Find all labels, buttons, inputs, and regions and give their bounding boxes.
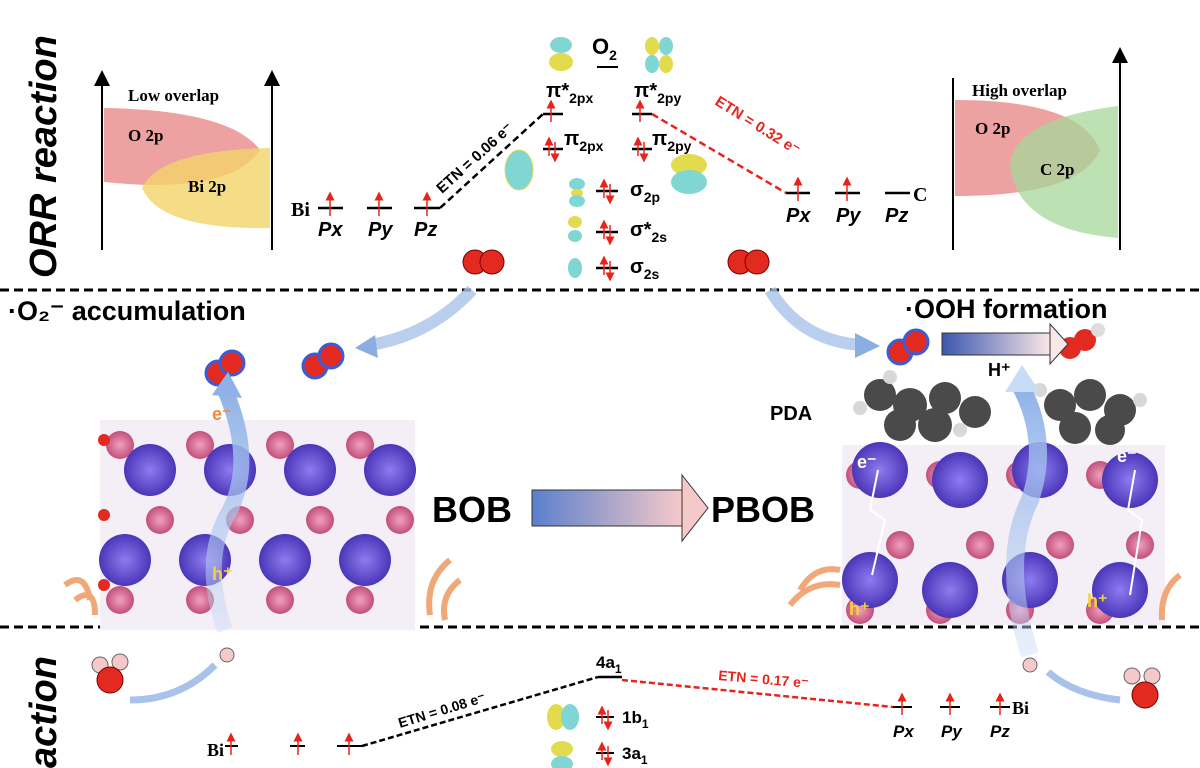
transfer-arrow — [368, 285, 477, 351]
orbital-label: π2px — [564, 128, 604, 154]
arrow-head — [681, 473, 709, 543]
overlap-title: Low overlap — [128, 86, 219, 105]
p-orbital-label: Py — [368, 219, 393, 241]
o2-mo-diagram: O2 π*2px π*2py π2px π2py — [291, 34, 927, 282]
diagram-text: π — [564, 128, 579, 150]
hole-label: h⁺ — [1087, 591, 1108, 611]
diagram-text: σ* — [630, 219, 652, 241]
overlap-title: High overlap — [972, 81, 1067, 100]
p-orbital-label: Py — [941, 722, 963, 741]
diagram-text: 4a — [596, 653, 615, 672]
o2-title: O2 — [592, 34, 617, 63]
diagram-text: 2s — [644, 266, 660, 282]
arrow-head — [1049, 322, 1069, 366]
atom-label-bi: Bi — [1012, 698, 1029, 718]
ooh-formation-title: ·OOH formation — [905, 294, 1108, 324]
bi2p-label: Bi 2p — [188, 177, 226, 196]
diagram-text: 2s — [651, 229, 667, 245]
diagram-text: π* — [634, 80, 657, 102]
hplus-label: H⁺ — [988, 360, 1011, 380]
diagram-text: 2py — [657, 90, 681, 106]
o2-accumulation-title: ·O₂⁻ accumulation — [8, 296, 246, 326]
arrow-head — [355, 335, 378, 358]
orbital-label: π2py — [652, 128, 692, 154]
water-molecule-icons — [91, 647, 1161, 709]
diagram-text: 2py — [667, 138, 691, 154]
etn-right-label: ETN = 0.17 e⁻ — [718, 667, 809, 691]
pda-label: PDA — [770, 403, 812, 425]
etn-right-label: ETN = 0.32 e⁻ — [712, 93, 803, 159]
diagram-text: σ — [630, 179, 644, 201]
diagram-text: 2 — [609, 47, 617, 63]
p-orbital-label: Px — [786, 205, 811, 227]
pbob-crystal-slab: e⁻ e⁻ h⁺ h⁺ — [787, 365, 1182, 658]
orbital-label: 3a1 — [622, 744, 648, 767]
hole-label: h⁺ — [212, 564, 233, 584]
p-orbital-label: Pz — [414, 219, 437, 241]
diagram-text: 3a — [622, 744, 641, 763]
p-orbital-label: Px — [318, 219, 343, 241]
section-title-orr: ORR reaction — [23, 35, 65, 278]
diagram-text: 1 — [641, 753, 648, 767]
orbital-label: 1b1 — [622, 708, 649, 731]
electron-label: e⁻ — [1117, 446, 1137, 466]
orbital-label: π*2px — [546, 80, 593, 106]
o2p-label: O 2p — [975, 119, 1010, 138]
diagram-text: 1 — [615, 662, 622, 676]
p-orbital-label: Px — [893, 722, 915, 741]
electron-label: e⁻ — [212, 404, 232, 424]
diagram-text: 2px — [569, 90, 593, 106]
transfer-arrow — [764, 286, 861, 351]
etn-left-label: ETN = 0.06 e⁻ — [433, 120, 516, 197]
c2p-label: C 2p — [1040, 160, 1074, 179]
p-orbital-label: Py — [836, 205, 861, 227]
diagram-text: π* — [546, 80, 569, 102]
o2p-label: O 2p — [128, 126, 163, 145]
bi2p-lobe — [142, 148, 270, 229]
diagram-text: σ — [630, 256, 644, 278]
etn-left-label: ETN = 0.08 e⁻ — [396, 689, 487, 731]
atom-label-bi: Bi — [207, 740, 224, 760]
atom-label-bi: Bi — [291, 199, 310, 221]
conversion-arrow — [531, 489, 683, 527]
bob-crystal-slab: e⁻ h⁺ — [63, 372, 462, 633]
high-overlap-plot: High overlap O 2p C 2p — [952, 47, 1128, 250]
atom-label-c: C — [913, 184, 927, 206]
diagram-text: 1b — [622, 708, 642, 727]
diagram-text: π — [652, 128, 667, 150]
low-overlap-plot: Low overlap O 2p Bi 2p — [94, 70, 280, 250]
h-transfer-arrow — [941, 332, 1051, 356]
electron-label: e⁻ — [857, 452, 877, 472]
diagram-text: 1 — [642, 717, 649, 731]
pbob-label: PBOB — [711, 489, 815, 530]
pda-layer: PDA — [770, 370, 1147, 445]
orbital-label: σ2p — [630, 179, 660, 205]
p-orbital-label: Pz — [990, 722, 1010, 741]
arrow-head — [855, 333, 880, 358]
orbital-label: π*2py — [634, 80, 681, 106]
orbital-label: σ*2s — [630, 219, 667, 245]
diagram-text: O — [592, 34, 609, 59]
orbital-label: σ2s — [630, 256, 659, 282]
p-orbital-label: Pz — [885, 205, 908, 227]
diagram-text: 2p — [644, 189, 660, 205]
bob-label: BOB — [432, 489, 512, 530]
hole-label: h⁺ — [849, 599, 870, 619]
diagram-text: 2px — [579, 138, 603, 154]
orbital-label: 4a1 — [596, 653, 622, 676]
section-title-bottom: action — [23, 656, 65, 768]
